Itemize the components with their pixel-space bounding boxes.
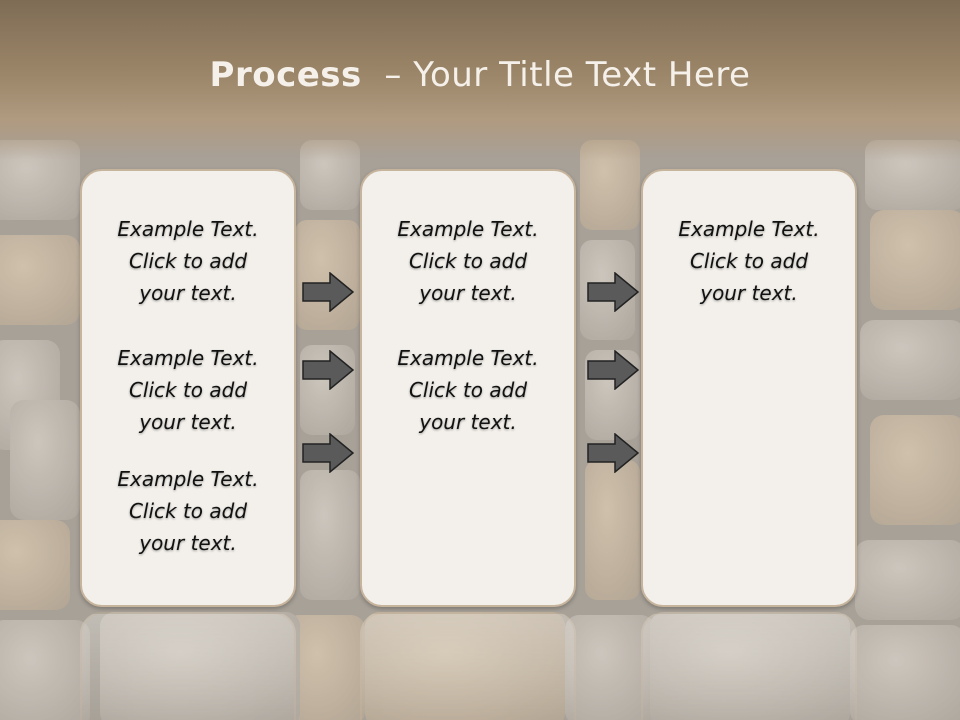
- text-block[interactable]: Example Text. Click to add your text.: [362, 213, 574, 309]
- text-line: Click to add: [128, 499, 248, 523]
- text-block[interactable]: Example Text. Click to add your text.: [82, 213, 294, 309]
- text-line: your text.: [139, 281, 237, 305]
- right-arrow-icon: [587, 272, 639, 312]
- title-bold: Process: [209, 55, 362, 95]
- text-block[interactable]: Example Text. Click to add your text.: [82, 463, 294, 559]
- box-reflection: [360, 612, 576, 720]
- text-line: Example Text.: [117, 217, 259, 241]
- text-line: your text.: [139, 531, 237, 555]
- right-arrow-icon: [302, 433, 354, 473]
- text-line: your text.: [139, 410, 237, 434]
- text-line: your text.: [419, 281, 517, 305]
- text-line: Example Text.: [397, 346, 539, 370]
- text-line: Click to add: [128, 378, 248, 402]
- content-box-2[interactable]: Example Text. Click to add your text. Ex…: [360, 169, 576, 607]
- text-line: Click to add: [408, 249, 528, 273]
- right-arrow-icon: [302, 350, 354, 390]
- right-arrow-icon: [302, 272, 354, 312]
- content-box-3[interactable]: Example Text. Click to add your text.: [641, 169, 857, 607]
- title-band: [0, 0, 960, 160]
- box-reflection: [641, 612, 857, 720]
- text-line: Example Text.: [678, 217, 820, 241]
- text-block[interactable]: Example Text. Click to add your text.: [82, 342, 294, 438]
- text-line: Click to add: [689, 249, 809, 273]
- text-line: Click to add: [408, 378, 528, 402]
- title-rest: – Your Title Text Here: [384, 55, 751, 95]
- text-line: Example Text.: [117, 467, 259, 491]
- text-block[interactable]: Example Text. Click to add your text.: [643, 213, 855, 309]
- text-line: your text.: [700, 281, 798, 305]
- text-line: Example Text.: [117, 346, 259, 370]
- box-reflection: [80, 612, 296, 720]
- text-block[interactable]: Example Text. Click to add your text.: [362, 342, 574, 438]
- right-arrow-icon: [587, 433, 639, 473]
- right-arrow-icon: [587, 350, 639, 390]
- text-line: Click to add: [128, 249, 248, 273]
- slide-title[interactable]: Process – Your Title Text Here: [0, 55, 960, 95]
- text-line: Example Text.: [397, 217, 539, 241]
- content-box-1[interactable]: Example Text. Click to add your text. Ex…: [80, 169, 296, 607]
- text-line: your text.: [419, 410, 517, 434]
